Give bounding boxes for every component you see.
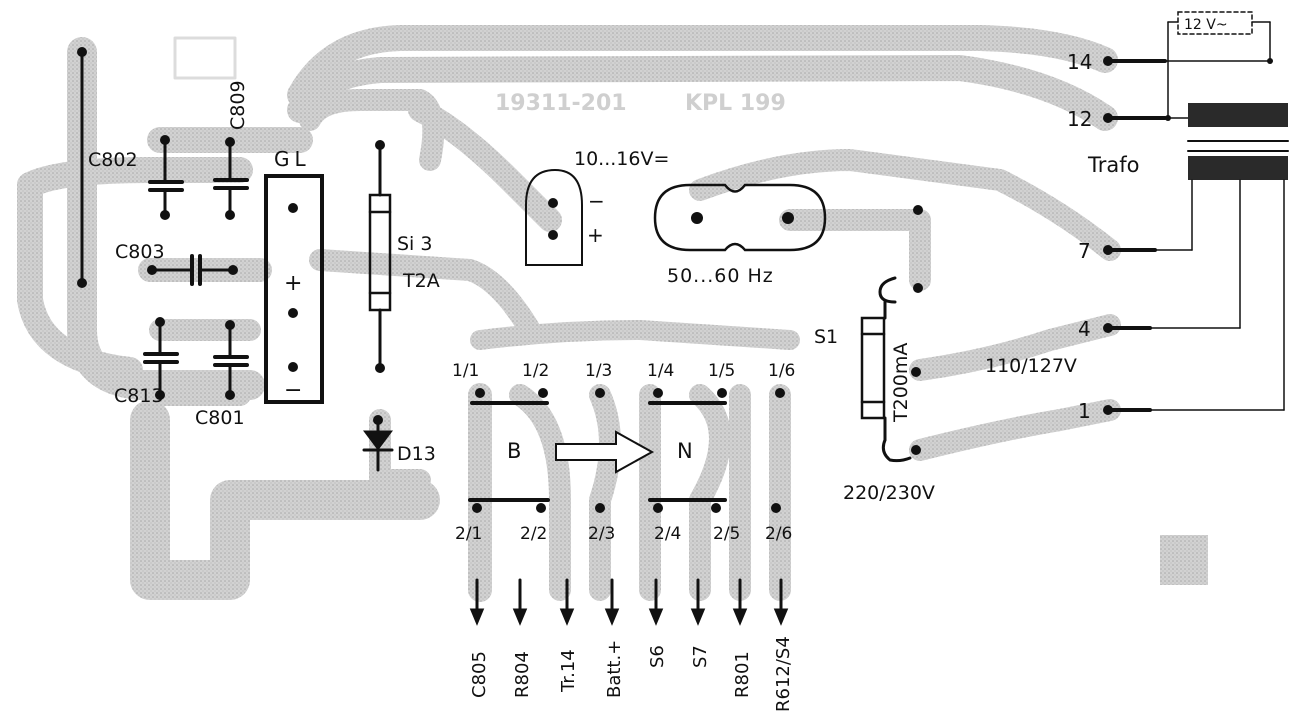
label-voltage-high: 220/230V (843, 482, 935, 504)
switch-label-b: B (507, 439, 521, 463)
label-fuse-s1: S1 (814, 326, 838, 348)
label-dc-plus: + (587, 223, 604, 247)
capacitor-c802 (148, 138, 184, 217)
output-arrows (469, 578, 789, 626)
diode-d13 (362, 418, 394, 472)
rectifier-gl-body (264, 174, 324, 404)
label-dc-input: 10...16V= (574, 148, 669, 170)
label-diode-d13: D13 (397, 443, 436, 465)
pin-label: 7 (1078, 239, 1091, 263)
contact-label: 2/4 (654, 524, 681, 544)
label-fuse-s1-rating: T200mA (890, 343, 912, 423)
contact-label: 2/5 (713, 524, 740, 544)
label-dc-minus: − (588, 189, 605, 213)
transformer-bottom-winding (1188, 156, 1288, 180)
switch-arrow (555, 430, 655, 474)
label-voltage-low: 110/127V (985, 355, 1077, 377)
contact-label: 1/3 (585, 361, 612, 381)
contact-label: 1/6 (768, 361, 795, 381)
contact-label: 2/1 (455, 524, 482, 544)
contact-label: 1/2 (522, 361, 549, 381)
label-rectifier-minus: − (284, 378, 302, 403)
contact-label: 1/1 (452, 361, 479, 381)
pin-label: 4 (1078, 317, 1091, 341)
schematic-overlay (80, 11, 1289, 626)
label-rectifier-gl: GL (274, 147, 311, 171)
output-label: R612/S4 (773, 636, 794, 712)
pin-label: 12 (1067, 107, 1092, 131)
output-label: S6 (647, 645, 668, 668)
secondary-dashed-box (1177, 11, 1253, 35)
transformer-pin-labels: 14 12 7 4 1 (1067, 50, 1092, 423)
contact-label: 2/2 (520, 524, 547, 544)
output-label: Batt.+ (604, 640, 625, 698)
label-c802: C802 (88, 149, 138, 171)
solder-pads (77, 47, 1273, 513)
pcb-traces (17, 25, 1208, 602)
component-labels: C802 C809 C803 C813 C801 GL + − Si 3 T2A… (88, 17, 1228, 504)
fuse-si3 (368, 143, 392, 370)
output-label: Tr.14 (558, 649, 579, 693)
switch-label-n: N (677, 439, 693, 463)
output-label: R801 (732, 651, 753, 698)
label-c803: C803 (115, 241, 165, 263)
label-c813: C813 (114, 385, 164, 407)
label-fuse-si3: Si 3 (397, 233, 432, 255)
output-label: S7 (690, 645, 711, 668)
output-labels: C805 R804 Tr.14 Batt.+ S6 S7 R801 R612/S… (469, 636, 794, 712)
label-transformer: Trafo (1087, 153, 1140, 177)
fuse-s1 (860, 276, 912, 463)
label-secondary: 12 V~ (1184, 17, 1228, 33)
label-rectifier-plus: + (284, 271, 302, 296)
output-label: R804 (512, 651, 533, 698)
contact-label: 2/3 (588, 524, 615, 544)
contact-label: 2/6 (765, 524, 792, 544)
output-label: C805 (469, 651, 490, 698)
board-model: KPL 199 (685, 91, 786, 116)
board-part-number: 19311-201 (495, 91, 627, 116)
mains-socket-outline (653, 183, 827, 252)
label-c801: C801 (195, 407, 245, 429)
contact-label: 1/5 (708, 361, 735, 381)
pin-label: 1 (1078, 399, 1091, 423)
label-c809: C809 (227, 80, 249, 130)
label-mains-freq: 50...60 Hz (667, 265, 774, 287)
switch-labels: B N 1/1 1/2 1/3 1/4 1/5 1/6 2/1 2/2 2/3 … (452, 361, 795, 544)
pin-label: 14 (1067, 50, 1092, 74)
dc-jack-outline (525, 168, 583, 266)
contact-label: 1/4 (647, 361, 674, 381)
label-fuse-si3-rating: T2A (402, 270, 440, 292)
transformer-top-winding (1188, 103, 1288, 127)
capacitor-c803 (150, 254, 235, 286)
